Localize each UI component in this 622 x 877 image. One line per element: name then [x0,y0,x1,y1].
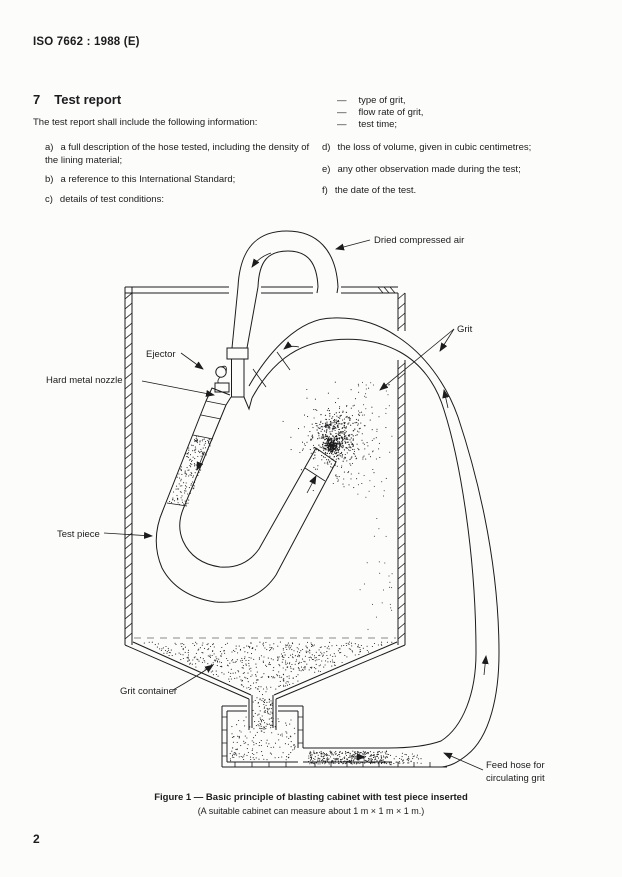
item-text-d: the loss of volume, given in cubic centi… [337,142,532,153]
label-test-piece: Test piece [57,529,100,540]
item-text-b: a reference to this International Standa… [60,174,236,185]
air-pipe [226,347,249,398]
test-hose [155,400,337,603]
grit-stipple [143,381,422,766]
wall-hatching [124,292,406,640]
item-text-e: any other observation made during the te… [337,164,521,175]
collection-tray [303,747,431,767]
test-piece-lining [169,435,213,506]
label-hard-metal-nozzle: Hard metal nozzle [46,375,123,386]
dash-marker: — [337,119,347,130]
list-item-d: d) the loss of volume, given in cubic cen… [322,141,604,154]
condition-text-3: test time; [358,119,398,130]
label-leaders [103,239,484,771]
label-grit-container: Grit container [120,686,177,697]
figure-caption-note: (A suitable cabinet can measure about 1 … [197,806,425,816]
item-marker-e: e) [322,164,331,175]
item-marker-d: d) [322,142,331,153]
label-ejector: Ejector [146,349,176,360]
grit-spray-cloud [282,381,393,630]
feed-hose [248,317,500,768]
box-grit [229,716,296,762]
label-feed-hose-line2: circulating grit [486,773,545,784]
item-marker-b: b) [45,174,54,185]
document-header: ISO 7662 : 1988 (E) [33,36,140,48]
list-item-c: c) details of test conditions: [45,193,317,206]
label-grit: Grit [457,324,473,335]
grit-container-box [221,705,447,768]
flow-arrows [196,252,489,761]
section-intro: The test report shall include the follow… [33,117,258,128]
label-feed-hose-line1: Feed hose for [486,760,545,771]
item-text-c: details of test conditions: [59,194,164,205]
list-item-b: b) a reference to this International Stan… [45,173,317,186]
neck-grit [252,697,274,730]
blasting-cabinet-outline [124,286,406,730]
figure-labels: Dried compressed air Ejector Hard metal … [46,235,545,784]
condition-item-1: — type of grit, [337,94,587,107]
dash-marker: — [337,107,347,118]
condition-text-1: type of grit, [358,95,406,106]
list-item-f: f) the date of the test. [322,184,604,197]
figure-caption: Figure 1 — Basic principle of blasting c… [154,792,468,803]
list-item-e: e) any other observation made during the … [322,163,604,176]
condition-item-2: — flow rate of grit, [337,106,587,119]
section-title: Test report [54,92,122,107]
item-marker-c: c) [45,194,53,205]
figure-diagram: Dried compressed air Ejector Hard metal … [46,230,545,784]
item-marker-f: f) [322,185,328,196]
condition-text-2: flow rate of grit, [358,107,424,118]
item-marker-a: a) [45,142,54,153]
label-dried-compressed-air: Dried compressed air [374,235,464,246]
item-text-a: a full description of the hose tested, i… [45,142,310,166]
tray-grit [307,750,422,766]
item-text-f: the date of the test. [334,185,417,196]
condition-item-3: — test time; [337,118,587,131]
funnel-grit [143,641,393,696]
dash-marker: — [337,95,347,106]
section-number: 7 [33,92,41,107]
list-item-a: a)a full description of the hose tested,… [45,141,317,167]
section-heading: 7 Test report [33,92,121,107]
air-hose-loop [231,230,339,349]
ejector-assembly [214,365,230,393]
page-number: 2 [33,832,40,846]
